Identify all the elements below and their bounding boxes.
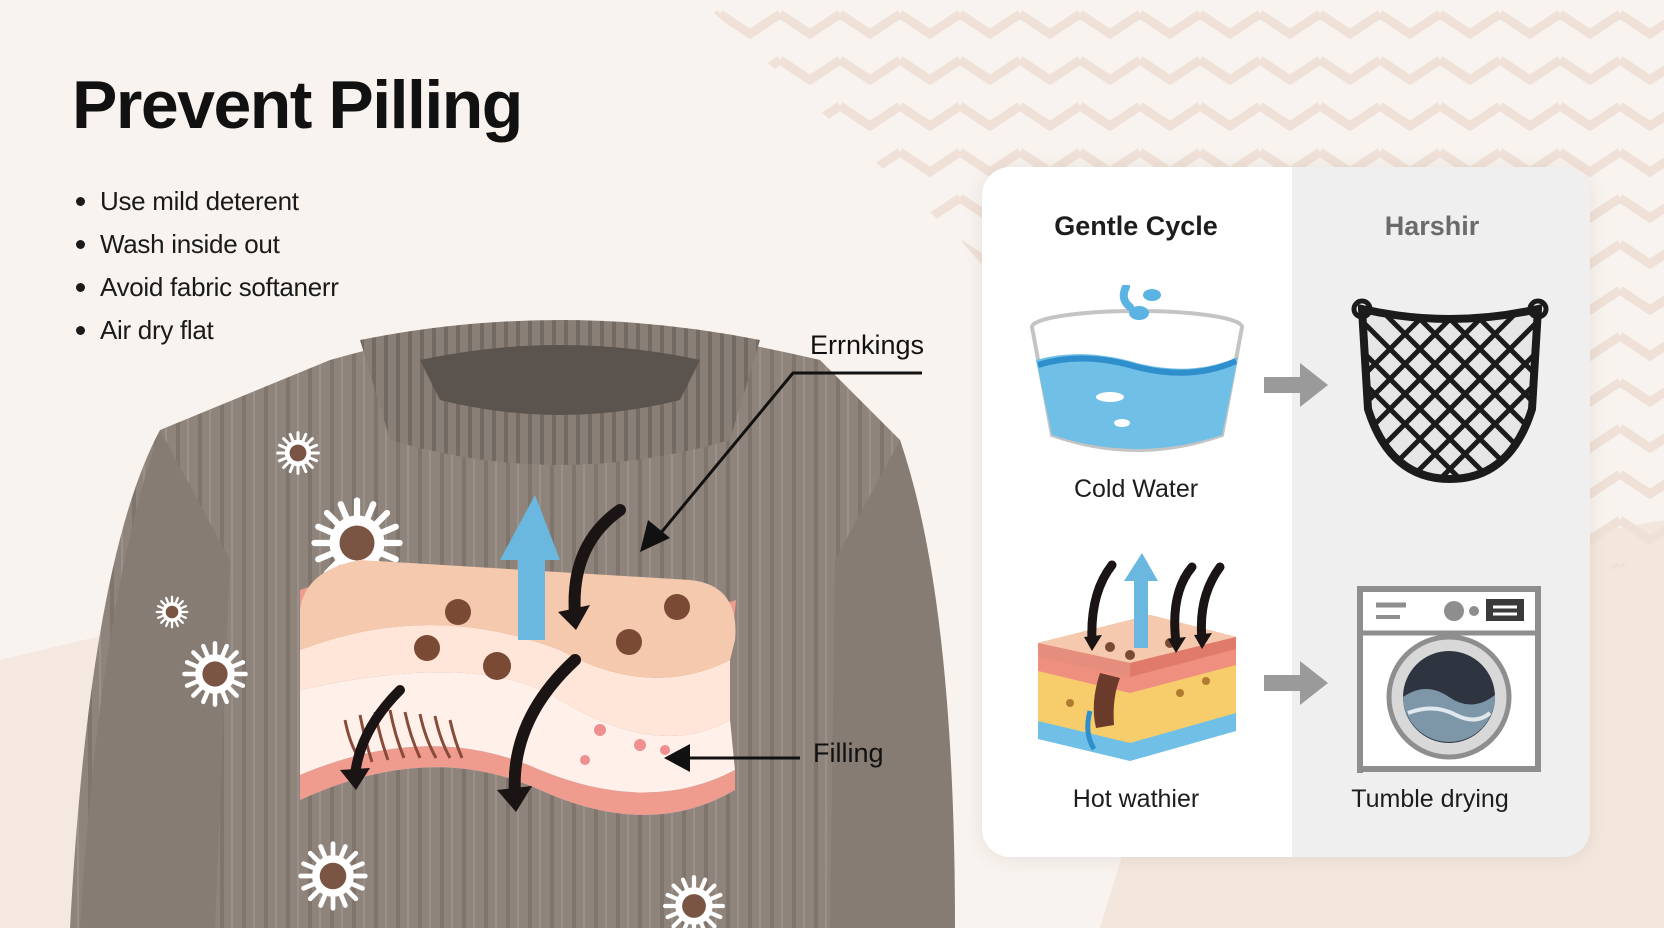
harsh-heading: Harshir <box>1384 211 1480 241</box>
arrow-right-icon <box>1264 661 1328 705</box>
comparison-panel: Gentle Cycle Harshir Cold Water <box>982 167 1590 857</box>
tumble-drying-label: Tumble drying <box>1351 785 1509 813</box>
callout-lines <box>653 371 922 760</box>
tip-item: Wash inside out <box>74 223 339 266</box>
callout-label-bottom: Filling <box>813 738 884 768</box>
mesh-bag-icon <box>1351 298 1549 484</box>
callout-label-top: Errnkings <box>810 330 925 360</box>
cold-water-label: Cold Water <box>1073 475 1199 503</box>
tip-item: Avoid fabric softanerr <box>74 266 339 309</box>
tips-list: Use mild deterent Wash inside out Avoid … <box>74 180 339 352</box>
hot-fabric-icon <box>1038 553 1236 761</box>
arrow-right-icon <box>1264 363 1328 407</box>
hot-water-label: Hot wathier <box>1072 785 1200 813</box>
water-bowl-icon <box>1030 285 1244 452</box>
gentle-cycle-heading: Gentle Cycle <box>1054 211 1218 241</box>
tip-item: Use mild deterent <box>74 180 339 223</box>
fabric-cross-section <box>300 495 736 815</box>
washing-machine-icon <box>1357 586 1541 773</box>
tip-item: Air dry flat <box>74 309 339 352</box>
page-title: Prevent Pilling <box>72 67 523 143</box>
